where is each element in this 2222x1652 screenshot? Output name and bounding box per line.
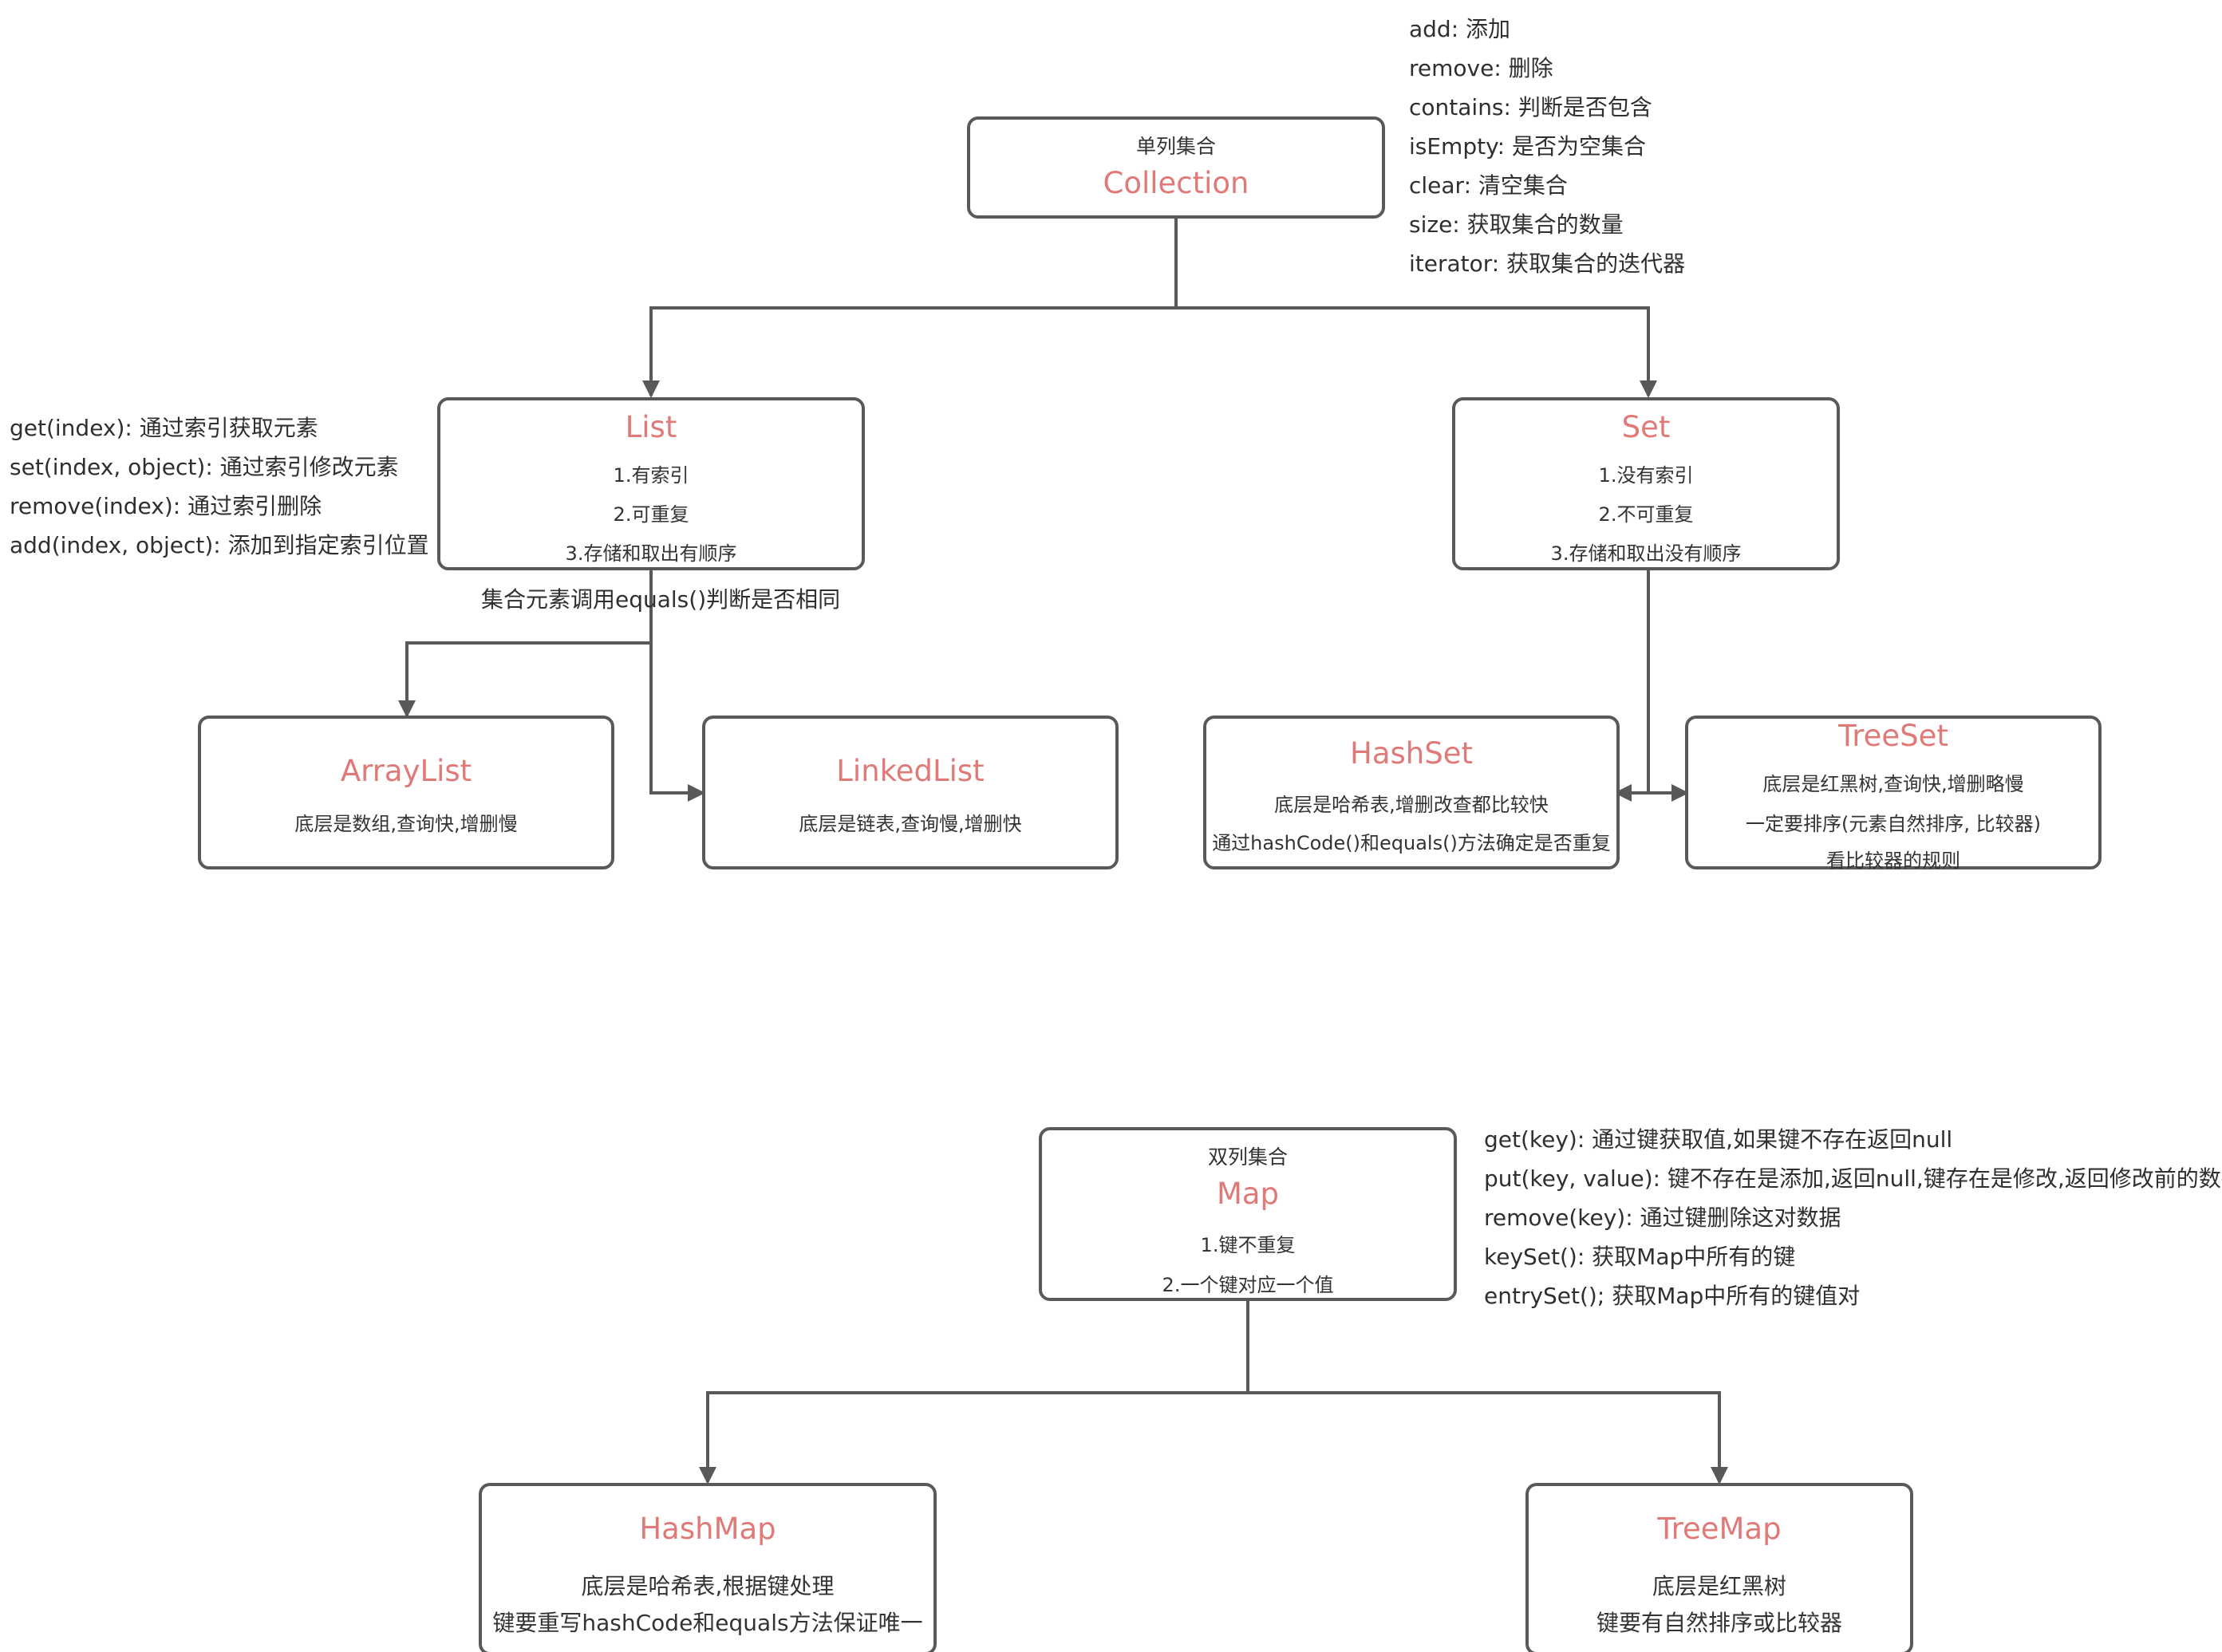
list-node: List 1.有索引 2.可重复 3.存储和取出有顺序 [437,397,865,570]
hashset-node: HashSet 底层是哈希表,增删改查都比较快 通过hashCode()和equ… [1203,716,1620,869]
map-subtitle: 双列集合 [1207,1145,1288,1169]
treeset-desc: 一定要排序(元素自然排序, 比较器) [1746,813,2041,835]
collection-method: clear: 清空集合 [1409,172,1568,199]
collection-node: 单列集合 Collection [967,116,1385,219]
collection-method: add: 添加 [1409,16,1511,42]
collection-method: remove: 删除 [1409,55,1553,81]
hashset-desc: 底层是哈希表,增删改查都比较快 [1274,794,1549,816]
set-title: Set [1621,410,1671,444]
map-method: remove(key): 通过键删除这对数据 [1484,1205,1841,1231]
list-prop: 2.可重复 [613,503,689,526]
collection-method: contains: 判断是否包含 [1409,94,1652,120]
arraylist-node: ArrayList 底层是数组,查询快,增删慢 [198,716,614,869]
map-method: keySet(): 获取Map中所有的键 [1484,1244,1796,1270]
map-title: Map [1216,1177,1280,1211]
edge-list-arraylist [398,570,653,718]
map-methods-note: get(key): 通过键获取值,如果键不存在返回null put(key, v… [1484,1120,2222,1315]
list-method: set(index, object): 通过索引修改元素 [10,454,399,480]
list-prop: 3.存储和取出有顺序 [565,542,737,565]
map-method: get(key): 通过键获取值,如果键不存在返回null [1484,1126,1953,1153]
hashmap-node: HashMap 底层是哈希表,根据键处理 键要重写hashCode和equals… [479,1483,937,1652]
treemap-node: TreeMap 底层是红黑树 键要有自然排序或比较器 [1525,1483,1913,1652]
edge-map-treemap [1248,1391,1728,1484]
map-method: entrySet(); 获取Map中所有的键值对 [1484,1283,1861,1309]
map-prop: 2.一个键对应一个值 [1162,1274,1334,1296]
arraylist-title: ArrayList [340,754,472,788]
treeset-title: TreeSet [1838,719,1948,753]
collection-title: Collection [1103,166,1249,200]
equals-note: 集合元素调用equals()判断是否相同 [481,586,841,613]
list-method: remove(index): 通过索引删除 [10,493,322,519]
linkedlist-title: LinkedList [836,754,985,788]
edge-map-hashmap [699,1300,1249,1484]
collection-subtitle: 单列集合 [1135,135,1216,158]
treemap-desc: 底层是红黑树 [1652,1573,1786,1599]
edge-list-linkedlist [649,643,705,802]
hashset-title: HashSet [1350,736,1473,771]
list-method: get(index): 通过索引获取元素 [10,415,318,441]
linkedlist-node: LinkedList 底层是链表,查询慢,增删快 [702,716,1119,869]
set-prop: 1.没有索引 [1598,464,1694,487]
list-method: add(index, object): 添加到指定索引位置 [10,532,429,558]
map-prop: 1.键不重复 [1200,1234,1296,1256]
treeset-desc: 看比较器的规则 [1826,850,1960,872]
hashmap-title: HashMap [639,1512,776,1546]
collection-method: isEmpty: 是否为空集合 [1409,133,1646,160]
collection-method: size: 获取集合的数量 [1409,211,1624,238]
edge-collection-list [642,217,1178,398]
hashset-desc: 通过hashCode()和equals()方法确定是否重复 [1212,832,1611,854]
treeset-node: TreeSet 底层是红黑树,查询快,增删略慢 一定要排序(元素自然排序, 比较… [1685,716,2102,872]
collection-method: iterator: 获取集合的迭代器 [1409,250,1686,277]
treemap-title: TreeMap [1657,1512,1782,1546]
hashmap-desc: 底层是哈希表,根据键处理 [581,1573,835,1599]
list-prop: 1.有索引 [613,464,689,487]
treeset-desc: 底层是红黑树,查询快,增删略慢 [1762,773,2024,795]
set-prop: 2.不可重复 [1598,503,1694,526]
hashmap-desc: 键要重写hashCode和equals方法保证唯一 [492,1610,923,1636]
edge-collection-set [1176,306,1657,398]
list-methods-note: get(index): 通过索引获取元素 set(index, object):… [10,408,429,565]
arraylist-desc: 底层是数组,查询快,增删慢 [294,813,518,835]
linkedlist-desc: 底层是链表,查询慢,增删快 [799,813,1022,835]
collection-methods-note: add: 添加 remove: 删除 contains: 判断是否包含 isEm… [1409,10,1685,283]
map-method: put(key, value): 键不存在是添加,返回null,键存在是修改,返… [1484,1165,2222,1192]
map-node: 双列集合 Map 1.键不重复 2.一个键对应一个值 [1039,1127,1457,1301]
treemap-desc: 键要有自然排序或比较器 [1596,1610,1842,1636]
set-prop: 3.存储和取出没有顺序 [1550,542,1742,565]
set-node: Set 1.没有索引 2.不可重复 3.存储和取出没有顺序 [1452,397,1840,570]
list-title: List [625,410,677,444]
